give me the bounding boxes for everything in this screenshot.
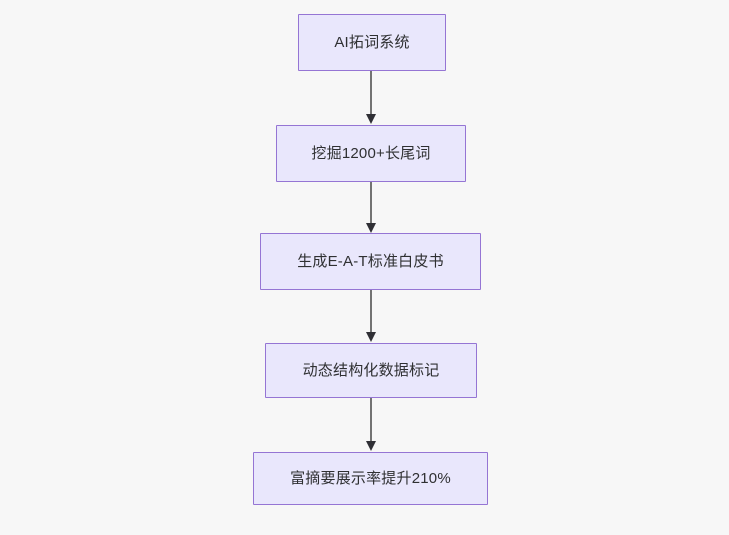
flow-edge-2-3-arrowhead: [366, 223, 376, 233]
flow-edge-2-3: [370, 182, 372, 224]
flow-edge-4-5-arrowhead: [366, 441, 376, 451]
flow-node-5-label: 富摘要展示率提升210%: [290, 469, 451, 487]
flow-edge-3-4: [370, 290, 372, 333]
flow-node-2-label: 挖掘1200+长尾词: [311, 144, 431, 162]
flow-node-4-label: 动态结构化数据标记: [302, 361, 440, 379]
flow-node-3-label: 生成E-A-T标准白皮书: [297, 252, 444, 270]
flow-edge-1-2: [370, 71, 372, 115]
flow-node-3[interactable]: 生成E-A-T标准白皮书: [260, 233, 481, 290]
flow-node-1[interactable]: AI拓词系统: [298, 14, 446, 71]
flow-node-5[interactable]: 富摘要展示率提升210%: [253, 452, 488, 505]
flow-edge-4-5: [370, 398, 372, 442]
flow-node-4[interactable]: 动态结构化数据标记: [265, 343, 477, 398]
flow-edge-3-4-arrowhead: [366, 332, 376, 342]
flow-node-1-label: AI拓词系统: [334, 33, 410, 51]
flow-edge-1-2-arrowhead: [366, 114, 376, 124]
flow-node-2[interactable]: 挖掘1200+长尾词: [276, 125, 466, 182]
